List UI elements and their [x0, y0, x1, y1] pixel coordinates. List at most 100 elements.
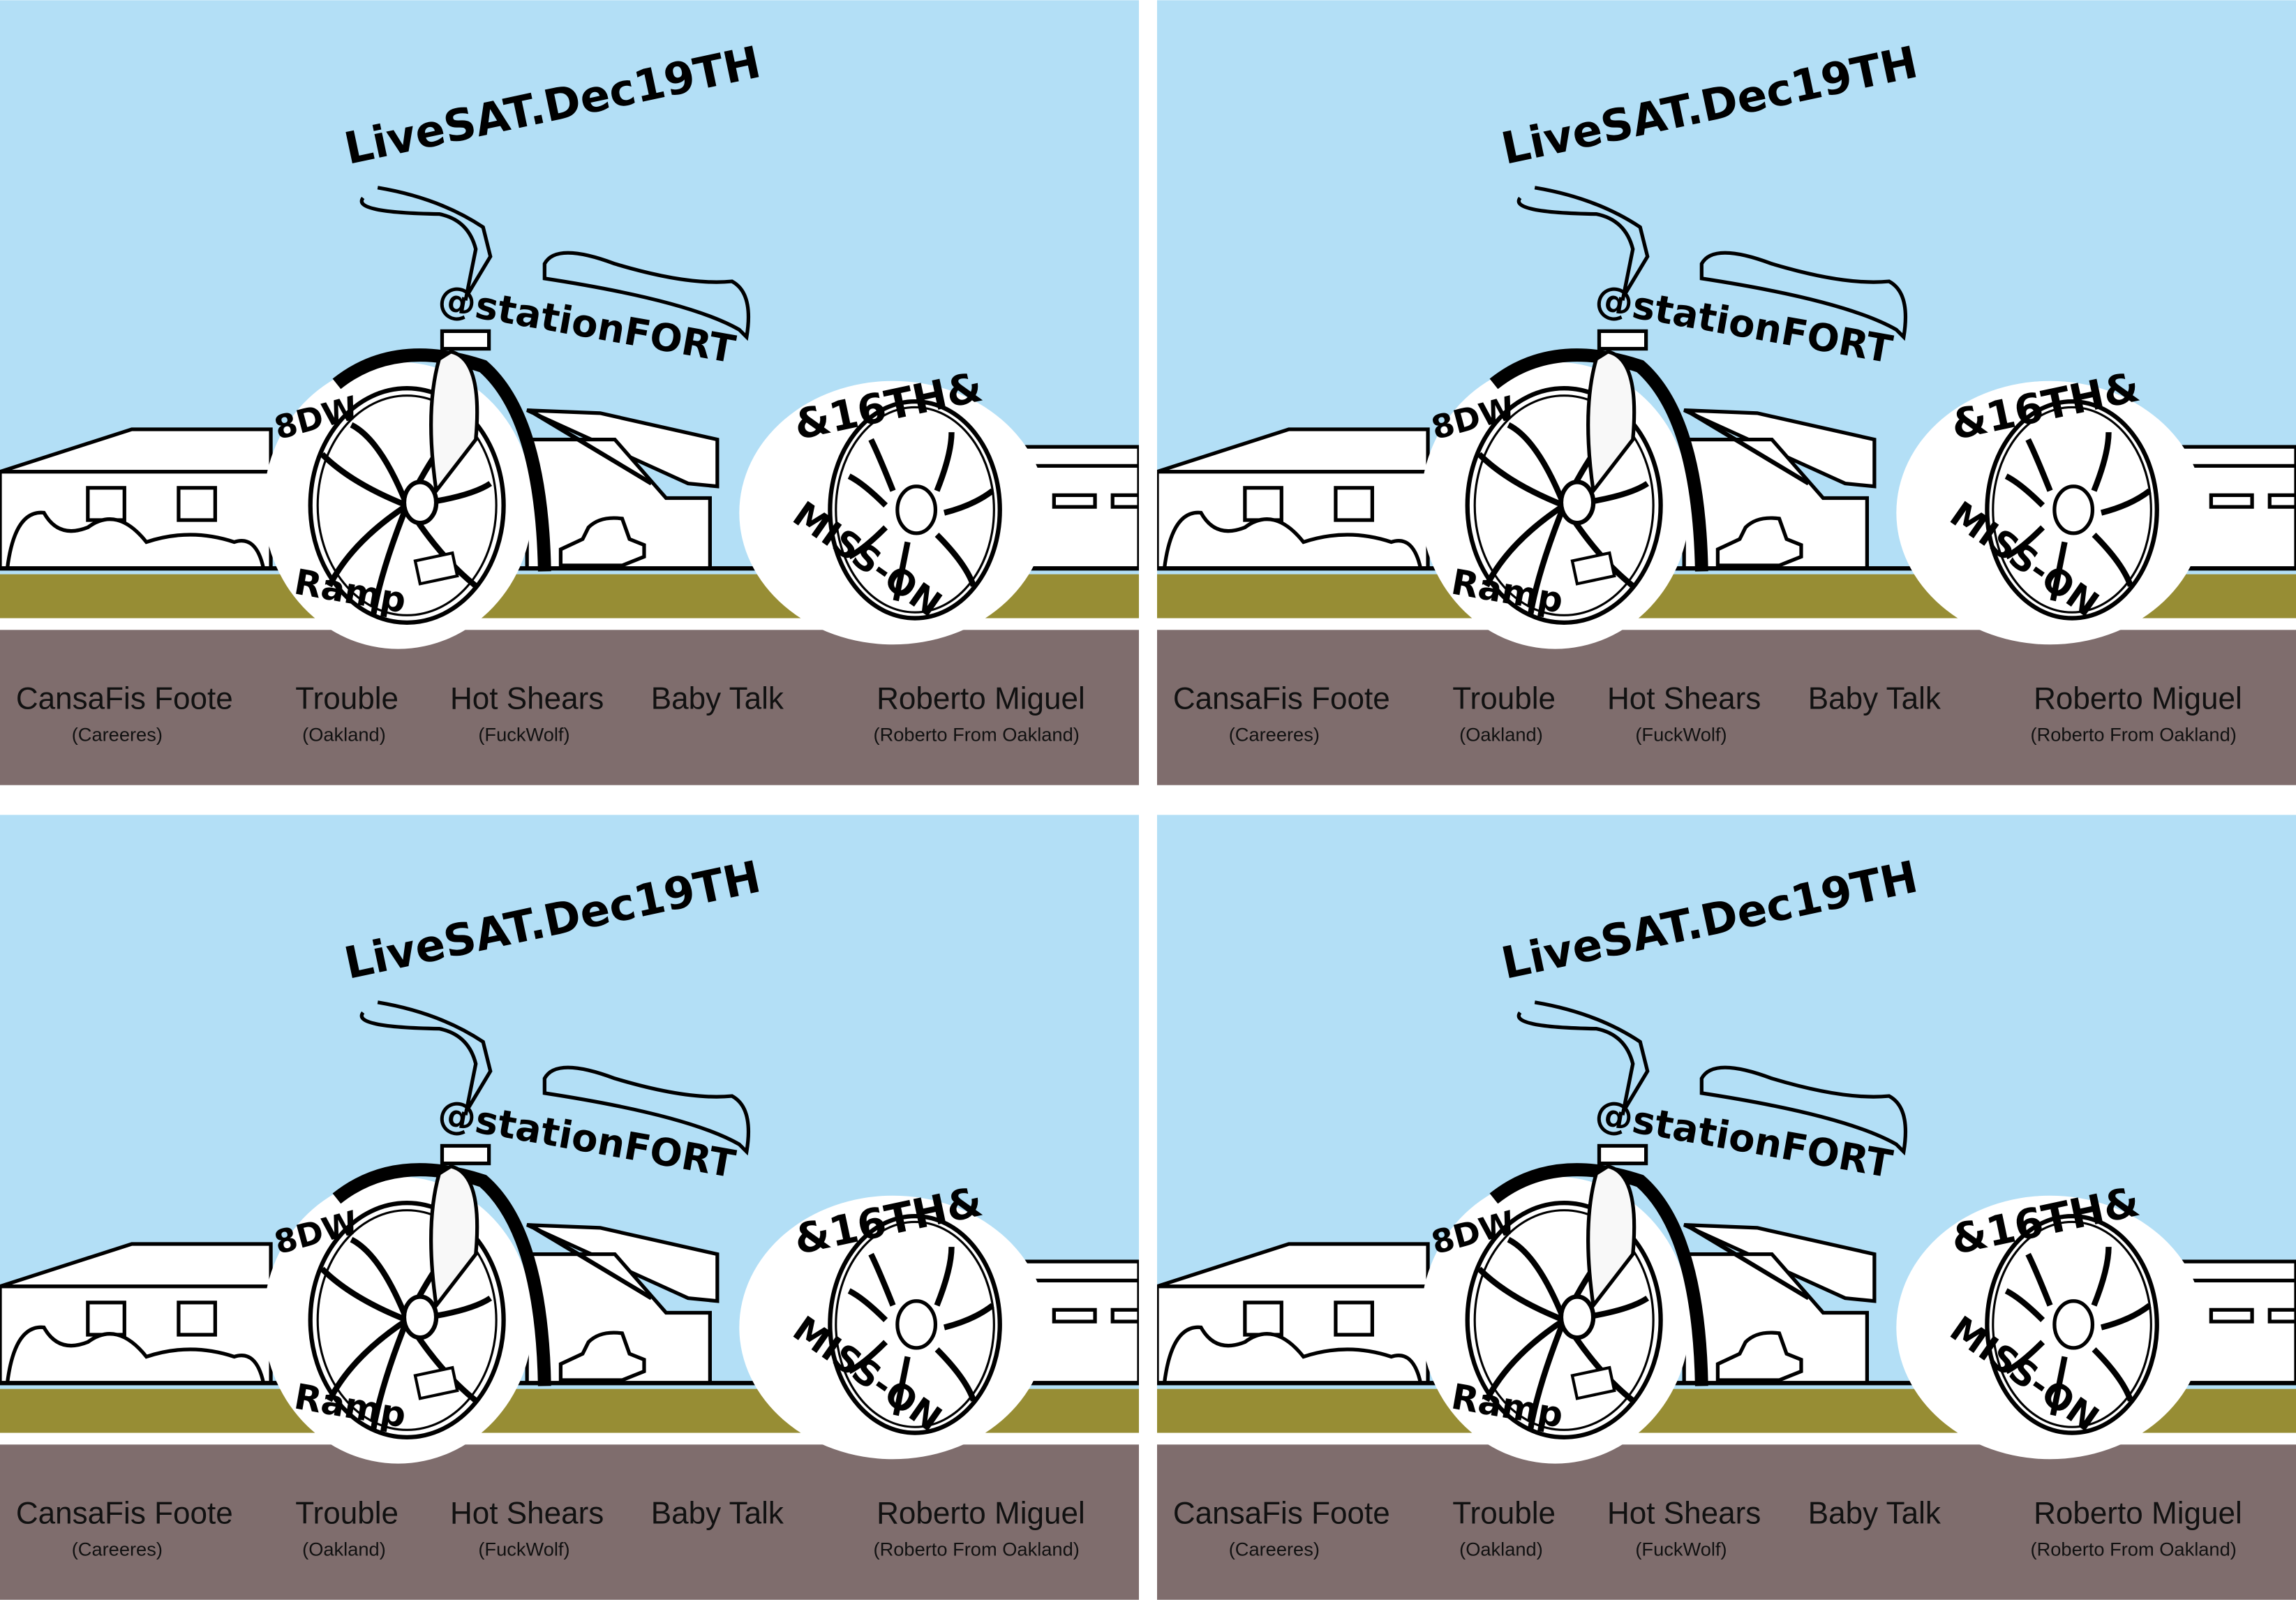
window — [1334, 1301, 1374, 1337]
fender — [332, 348, 551, 572]
act-name: Hot Shears — [450, 682, 604, 716]
rear-wheel — [1896, 380, 2204, 645]
hub — [401, 1294, 439, 1340]
frame-tube — [533, 1226, 653, 1301]
head-tube-cap — [440, 329, 491, 351]
front-wheel — [1420, 348, 1708, 649]
bush — [5, 510, 266, 570]
frame-tube — [1690, 1226, 1810, 1301]
fender — [1489, 1163, 1708, 1386]
act-name: CansaFis Foote — [1173, 1497, 1390, 1531]
road — [0, 630, 1139, 785]
window — [2209, 1308, 2254, 1324]
pedal — [1570, 1365, 1616, 1400]
houses — [0, 1223, 1139, 1385]
act-origin: (FuckWolf) — [478, 724, 569, 746]
wheel-rim — [1985, 399, 2159, 621]
act-name: Hot Shears — [1607, 1497, 1761, 1531]
car — [558, 516, 646, 568]
road — [1157, 1444, 2296, 1600]
flyer-copy-4: LiveSAT.Dec19TH @stationFORT 8DW Ramp &1… — [1157, 815, 2296, 1600]
act-origin: (FuckWolf) — [1635, 1539, 1727, 1560]
act-name: Baby Talk — [1808, 1497, 1941, 1531]
act-origin: (Careeres) — [72, 724, 163, 746]
bike — [1516, 1000, 1907, 1301]
wheel-rim — [1465, 386, 1663, 625]
frame-tube — [533, 411, 653, 486]
act-name: Trouble — [295, 1497, 398, 1531]
act-name: Roberto Miguel — [877, 1497, 1085, 1531]
houses — [1157, 1223, 2296, 1385]
car — [1715, 516, 1803, 568]
front-wheel — [263, 1163, 551, 1464]
act-origin: (Careeres) — [1229, 1539, 1320, 1560]
fork — [1586, 349, 1637, 496]
flyer-copy-1: LiveSAT.Dec19TH @stationFORT 8DW Ramp &1… — [0, 0, 1139, 785]
act-name: Hot Shears — [1607, 682, 1761, 716]
wheel-rim — [828, 399, 1002, 621]
act-name: Baby Talk — [651, 1497, 784, 1531]
frame-tube — [1690, 411, 1810, 486]
pedal — [1570, 551, 1616, 586]
window — [1243, 1301, 1283, 1337]
road — [1157, 630, 2296, 785]
bike — [359, 186, 750, 486]
hub — [2052, 1299, 2095, 1350]
rear-wheel — [1896, 1195, 2204, 1460]
head-tube-cap — [1597, 1143, 1648, 1166]
lineup: CansaFis Foote (Careeres) Trouble (Oakla… — [1173, 1497, 2242, 1560]
act-name: CansaFis Foote — [16, 1497, 233, 1531]
pedal — [413, 551, 459, 586]
hub — [895, 1299, 938, 1350]
act-origin: (Oakland) — [1459, 724, 1543, 746]
wheel-rim — [1465, 1201, 1663, 1439]
wheel-rim — [308, 1201, 506, 1439]
window — [177, 1301, 217, 1337]
act-origin: (Oakland) — [1459, 1539, 1543, 1560]
window — [86, 1301, 126, 1337]
window — [177, 486, 217, 522]
seat — [1699, 251, 1907, 341]
front-wheel — [1420, 1163, 1708, 1464]
bike — [359, 1000, 750, 1301]
act-name: Trouble — [1452, 682, 1556, 716]
spokes — [2004, 1247, 2152, 1416]
act-name: Baby Talk — [1808, 682, 1941, 716]
act-origin: (FuckWolf) — [478, 1539, 569, 1560]
window — [1243, 486, 1283, 522]
window — [86, 486, 126, 522]
spokes — [847, 432, 994, 602]
lineup: CansaFis Foote (Careeres) Trouble (Oakla… — [16, 682, 1085, 746]
seat — [542, 251, 750, 341]
window — [1334, 486, 1374, 522]
flyer-artwork: LiveSAT.Dec19TH @stationFORT 8DW Ramp &1… — [0, 0, 1139, 785]
act-origin: (FuckWolf) — [1635, 724, 1727, 746]
front-wheel — [263, 348, 551, 649]
wheel-rim — [828, 1213, 1002, 1435]
act-name: Roberto Miguel — [877, 682, 1085, 716]
fender — [332, 1163, 551, 1386]
bush — [1162, 510, 1423, 570]
seat — [542, 1065, 750, 1156]
hub — [401, 480, 439, 526]
fork — [429, 1164, 479, 1310]
act-name: Roberto Miguel — [2034, 1497, 2242, 1531]
handlebar — [1516, 186, 1650, 301]
window — [1052, 493, 1097, 509]
car — [558, 1331, 646, 1382]
handlebar — [359, 1000, 493, 1116]
window — [1110, 493, 1139, 509]
head-tube-cap — [440, 1143, 491, 1166]
head-tube-cap — [1597, 329, 1648, 351]
act-origin: (Oakland) — [302, 1539, 386, 1560]
wheel-rim — [308, 386, 506, 625]
act-name: Trouble — [295, 682, 398, 716]
act-origin: (Roberto From Oakland) — [874, 1539, 1080, 1560]
rear-wheel — [739, 380, 1047, 645]
flyer-artwork: LiveSAT.Dec19TH @stationFORT 8DW Ramp &1… — [0, 815, 1139, 1600]
act-origin: (Roberto From Oakland) — [874, 724, 1080, 746]
window — [2267, 493, 2296, 509]
lineup: CansaFis Foote (Careeres) Trouble (Oakla… — [1173, 682, 2242, 746]
act-name: Baby Talk — [651, 682, 784, 716]
window — [2209, 493, 2254, 509]
